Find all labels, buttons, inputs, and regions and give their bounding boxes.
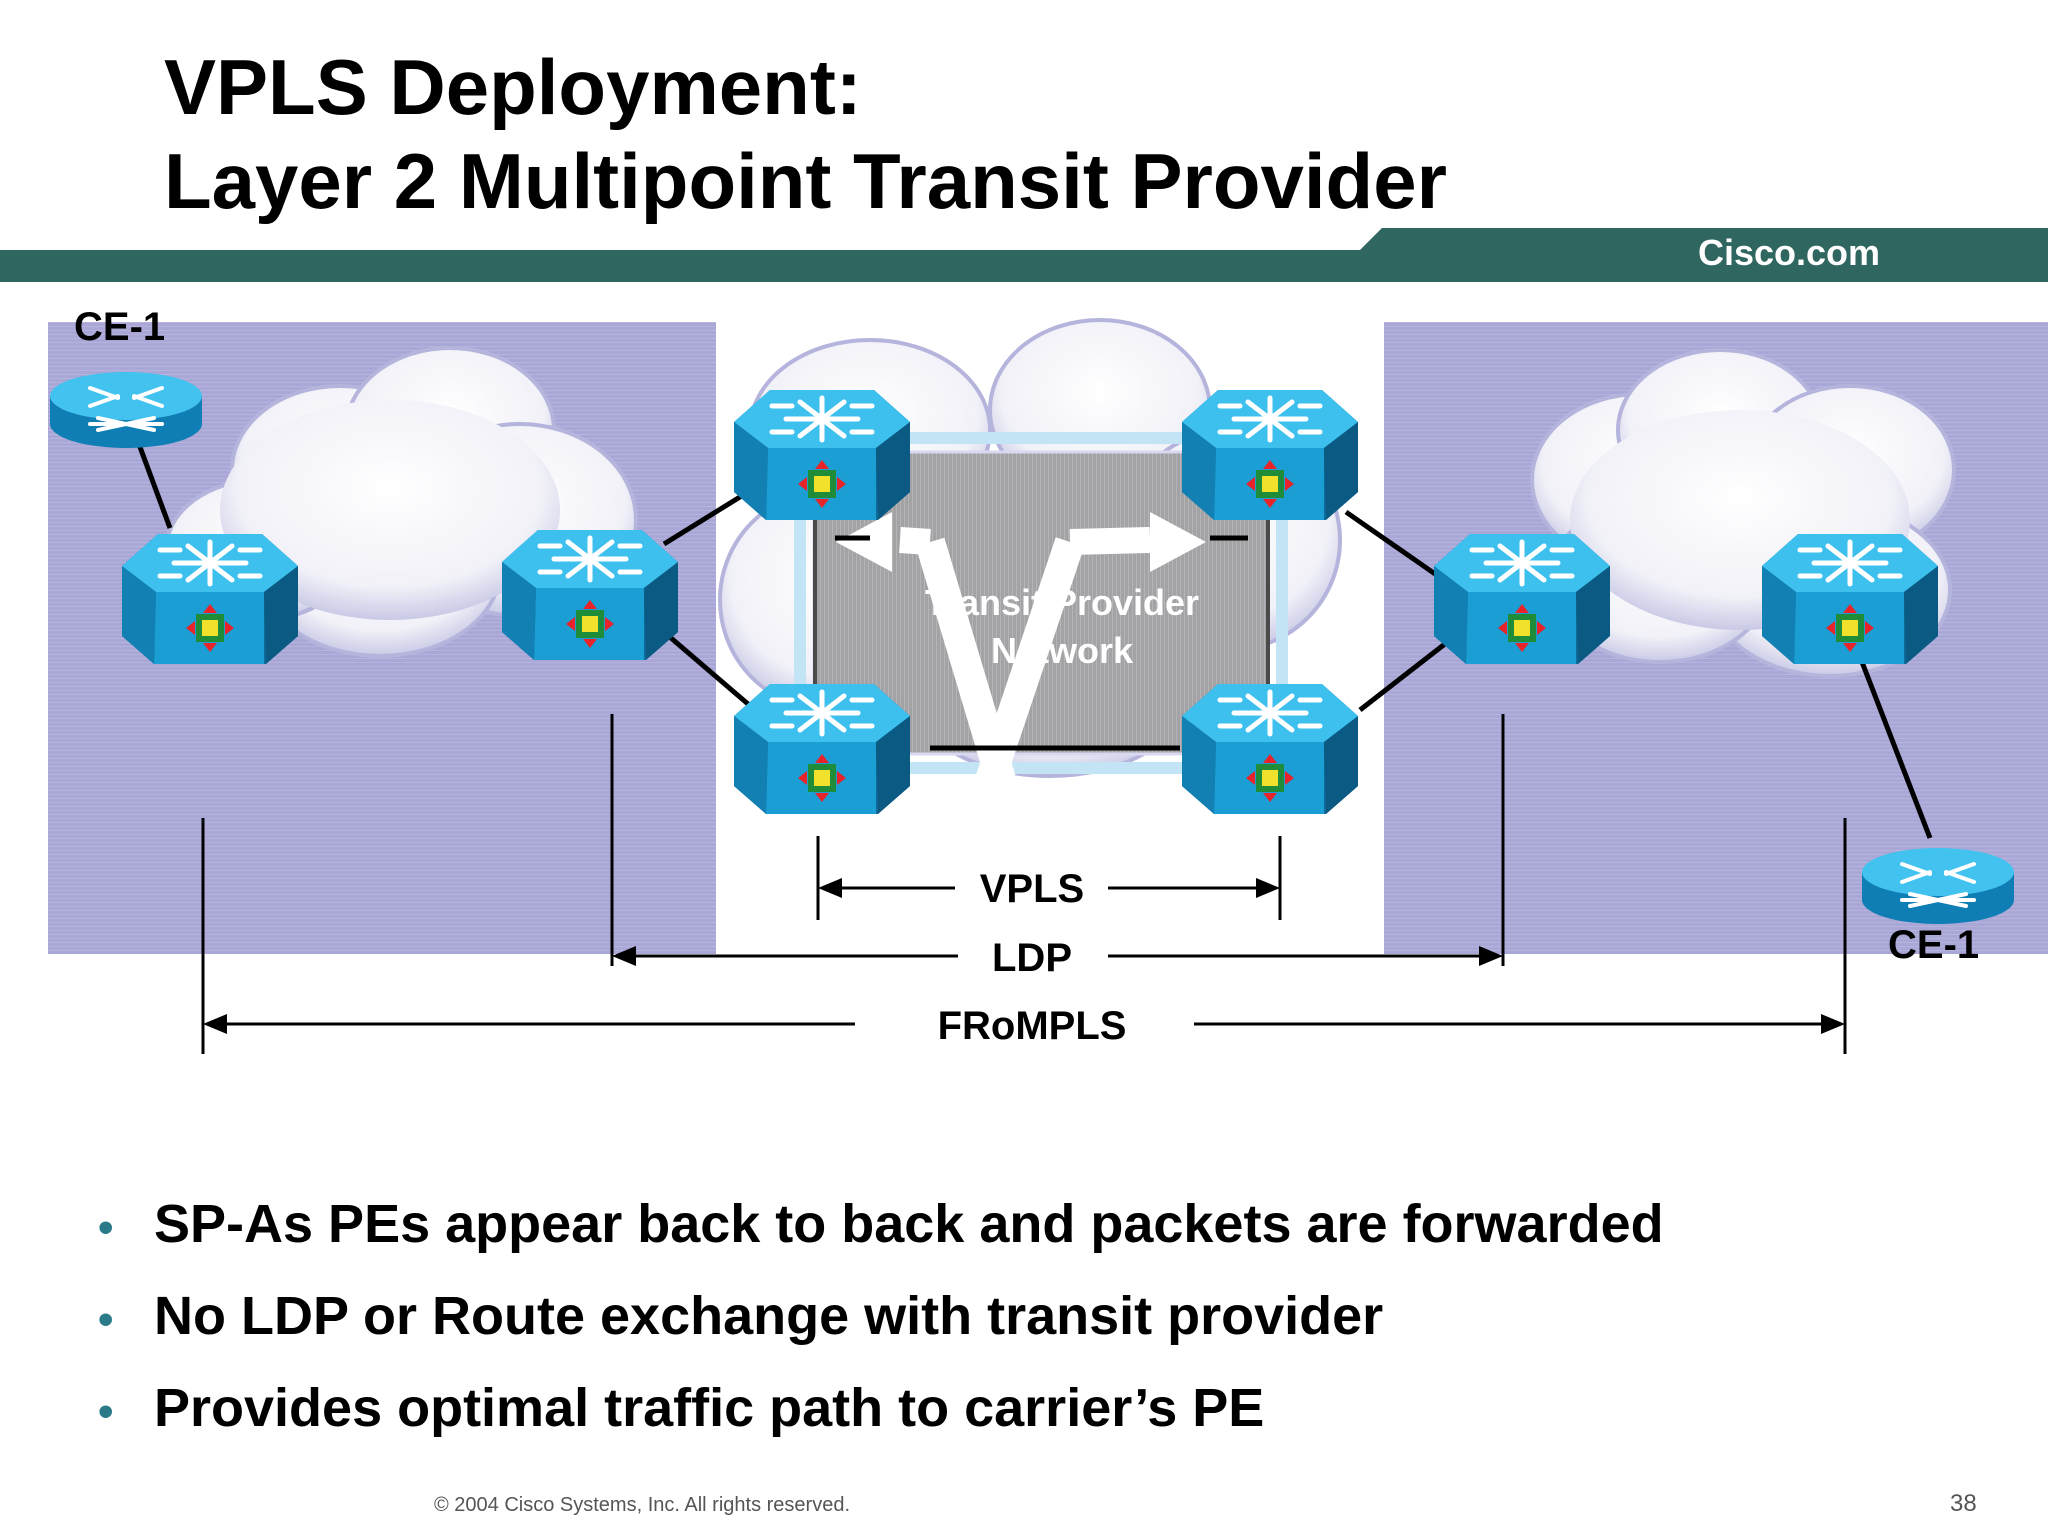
ce-right-router	[1860, 846, 2016, 926]
ce-left-router	[48, 370, 204, 450]
transit-label-line-1: Transit Provider	[925, 582, 1199, 623]
span-markers	[201, 714, 1847, 1054]
title-banner	[0, 228, 2048, 282]
ce-side-switch-right	[1762, 534, 1938, 664]
transit-core-frame	[794, 432, 1288, 774]
pe-left-switch	[502, 530, 678, 660]
transit-label-line-2: Network	[991, 630, 1134, 671]
transit-switch-bottom-right	[1182, 684, 1358, 814]
ce-left-label: CE-1	[74, 305, 165, 349]
ldp-span: LDP	[612, 936, 1503, 980]
copyright-footer: © 2004 Cisco Systems, Inc. All rights re…	[434, 1494, 851, 1516]
slide-title: VPLS Deployment: Layer 2 Multipoint Tran…	[164, 40, 1447, 228]
transit-switch-top-right	[1182, 390, 1358, 520]
page-number: 38	[1950, 1490, 1977, 1517]
transit-switch-bottom-left	[734, 684, 910, 814]
transit-switch-top-left	[734, 390, 910, 520]
bullet-text: No LDP or Route exchange with transit pr…	[154, 1286, 1384, 1346]
ce-side-switch-left	[122, 534, 298, 664]
title-line-2: Layer 2 Multipoint Transit Provider	[164, 137, 1447, 225]
bullet-text: SP-As PEs appear back to back and packet…	[154, 1194, 1664, 1254]
pe-right-switch	[1434, 534, 1610, 664]
crossover-arrows	[836, 512, 1206, 815]
frompls-label: FRoMPLS	[938, 1004, 1127, 1048]
network-diagram: Transit Provider Network CE-1 CE-1	[48, 305, 2048, 1054]
bullet-text: Provides optimal traffic path to carrier…	[154, 1378, 1265, 1438]
bullet-dot-icon: •	[98, 1202, 114, 1252]
vpls-label: VPLS	[980, 867, 1084, 911]
frompls-span: FRoMPLS	[203, 1004, 1845, 1048]
ce-right-label: CE-1	[1888, 923, 1979, 967]
bullet-dot-icon: •	[98, 1386, 114, 1436]
bullet-dot-icon: •	[98, 1294, 114, 1344]
bullet-list: • SP-As PEs appear back to back and packe…	[98, 1178, 1664, 1454]
network-links	[127, 419, 1933, 839]
bullet-item: • No LDP or Route exchange with transit p…	[98, 1270, 1664, 1362]
vpls-span: VPLS	[818, 867, 1280, 911]
bullet-item: • SP-As PEs appear back to back and packe…	[98, 1178, 1664, 1270]
bullet-item: • Provides optimal traffic path to carrie…	[98, 1362, 1664, 1454]
brand-label: Cisco.com	[1698, 232, 1881, 273]
ldp-label: LDP	[992, 936, 1072, 980]
title-line-1: VPLS Deployment:	[164, 43, 862, 131]
